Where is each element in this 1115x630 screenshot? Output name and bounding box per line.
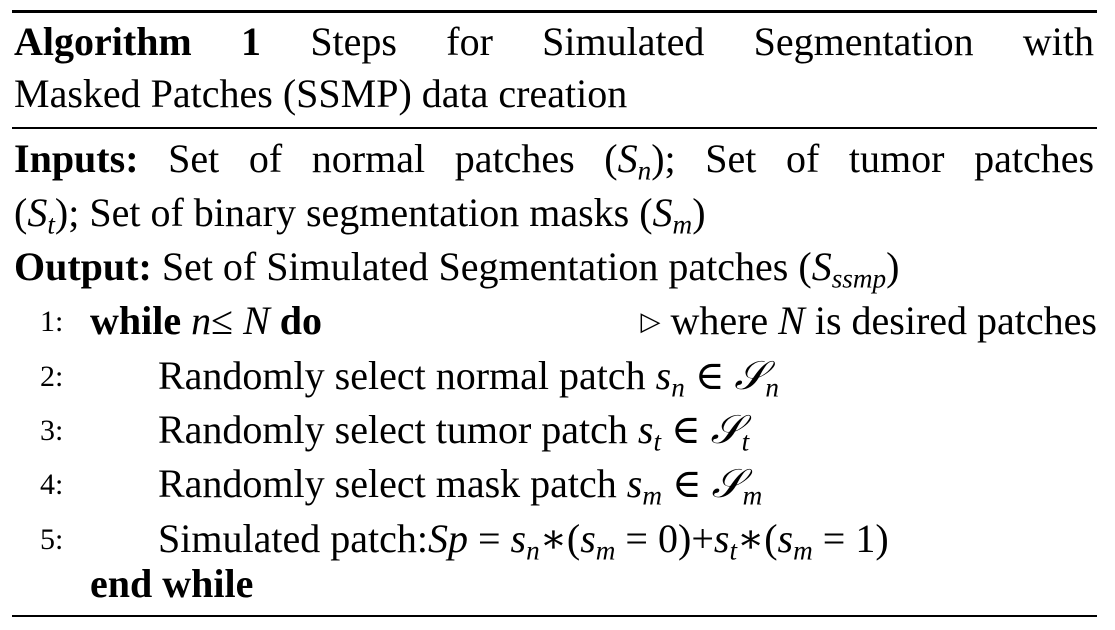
algorithm-title-line-1: Algorithm 1 Steps for Simulated Segmenta… bbox=[14, 18, 1094, 66]
end-while: end while bbox=[90, 561, 254, 606]
step-number: 2: bbox=[40, 360, 64, 393]
inputs-line-1: Inputs: Set of normal patches (Sn); Set … bbox=[14, 135, 1095, 186]
inputs-line-2: (St); Set of binary segmentation masks (… bbox=[14, 190, 706, 240]
inputs-text: Set of normal patches (Sn); Set of tumor… bbox=[168, 136, 1095, 186]
step-3: Randomly select tumor patch st ∈ 𝒮t bbox=[158, 407, 750, 457]
step-1-while: while n≤ N do bbox=[90, 298, 323, 343]
output-line: Output: Set of Simulated Segmentation pa… bbox=[14, 244, 900, 294]
step-5: Simulated patch:Sp = sn∗(sm = 0)+st∗(sm … bbox=[158, 516, 889, 566]
output-label: Output: bbox=[14, 244, 152, 289]
algorithm-title-line-2: Masked Patches (SSMP) data creation bbox=[14, 71, 628, 116]
comment-triangle-icon: ▷ bbox=[640, 307, 661, 336]
inputs-label: Inputs: bbox=[14, 136, 139, 181]
step-number: 3: bbox=[40, 414, 64, 447]
mid-rule bbox=[12, 127, 1097, 129]
algorithm-label: Algorithm 1 bbox=[14, 19, 262, 64]
step-1-comment: ▷ where N is desired patches bbox=[640, 297, 1097, 350]
step-number: 4: bbox=[40, 468, 64, 501]
step-4: Randomly select mask patch sm ∈ 𝒮m bbox=[158, 461, 763, 511]
algorithm-title-text-1: Steps for Simulated Segmentation with bbox=[310, 19, 1094, 64]
bottom-rule bbox=[12, 615, 1097, 617]
step-2: Randomly select normal patch sn ∈ 𝒮n bbox=[158, 353, 779, 403]
top-rule bbox=[12, 10, 1097, 13]
step-number: 1: bbox=[40, 305, 64, 338]
step-number: 5: bbox=[40, 523, 64, 556]
